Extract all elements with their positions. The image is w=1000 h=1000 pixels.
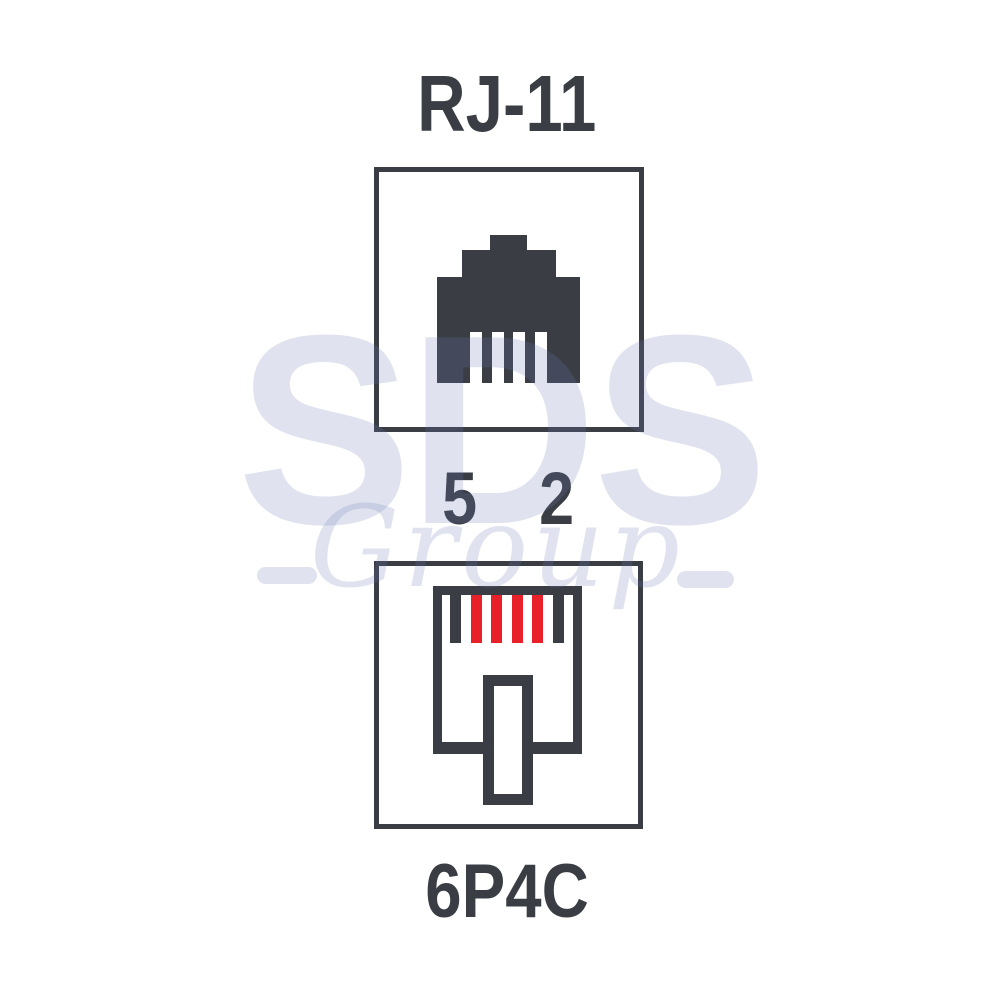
jack-front-view-box — [374, 167, 644, 432]
title-row: RJ-11 — [7, 64, 1000, 144]
watermark-dash-right — [677, 571, 734, 588]
plug-pins — [450, 595, 565, 643]
wiring-standard-row: 6P4C — [7, 854, 1000, 930]
connector-type-title: RJ-11 — [417, 59, 597, 148]
contact-slot — [492, 332, 504, 383]
plug-bottom-edge-left — [433, 742, 483, 754]
plug-top-edge — [433, 586, 582, 595]
contact-slot — [513, 332, 525, 383]
plug-pin-4-contact — [511, 595, 523, 643]
contact-slot — [470, 332, 482, 383]
jack-latch-notch — [490, 235, 527, 250]
plug-pin-2-contact — [470, 595, 482, 643]
watermark-dash-left — [257, 567, 317, 584]
plug-latch-tab — [483, 675, 533, 805]
plug-left-edge — [433, 586, 442, 754]
contact-slot — [535, 332, 547, 383]
pin-label-2: 2 — [539, 457, 575, 540]
wiring-standard-label: 6P4C — [425, 849, 589, 934]
rj11-jack-silhouette — [437, 235, 580, 383]
plug-pin-1-unused — [450, 595, 461, 643]
plug-pin-3-contact — [491, 595, 503, 643]
plug-bottom-edge-right — [533, 742, 582, 754]
plug-bottom-view-box — [374, 561, 643, 829]
jack-base-tier — [437, 277, 580, 383]
plug-pin-5-contact — [532, 595, 544, 643]
plug-pin-6-unused — [553, 595, 564, 643]
pin-label-5: 5 — [442, 457, 478, 540]
jack-mid-tier — [462, 250, 556, 277]
rj11-plug-outline — [433, 586, 582, 805]
plug-right-edge — [573, 586, 582, 754]
